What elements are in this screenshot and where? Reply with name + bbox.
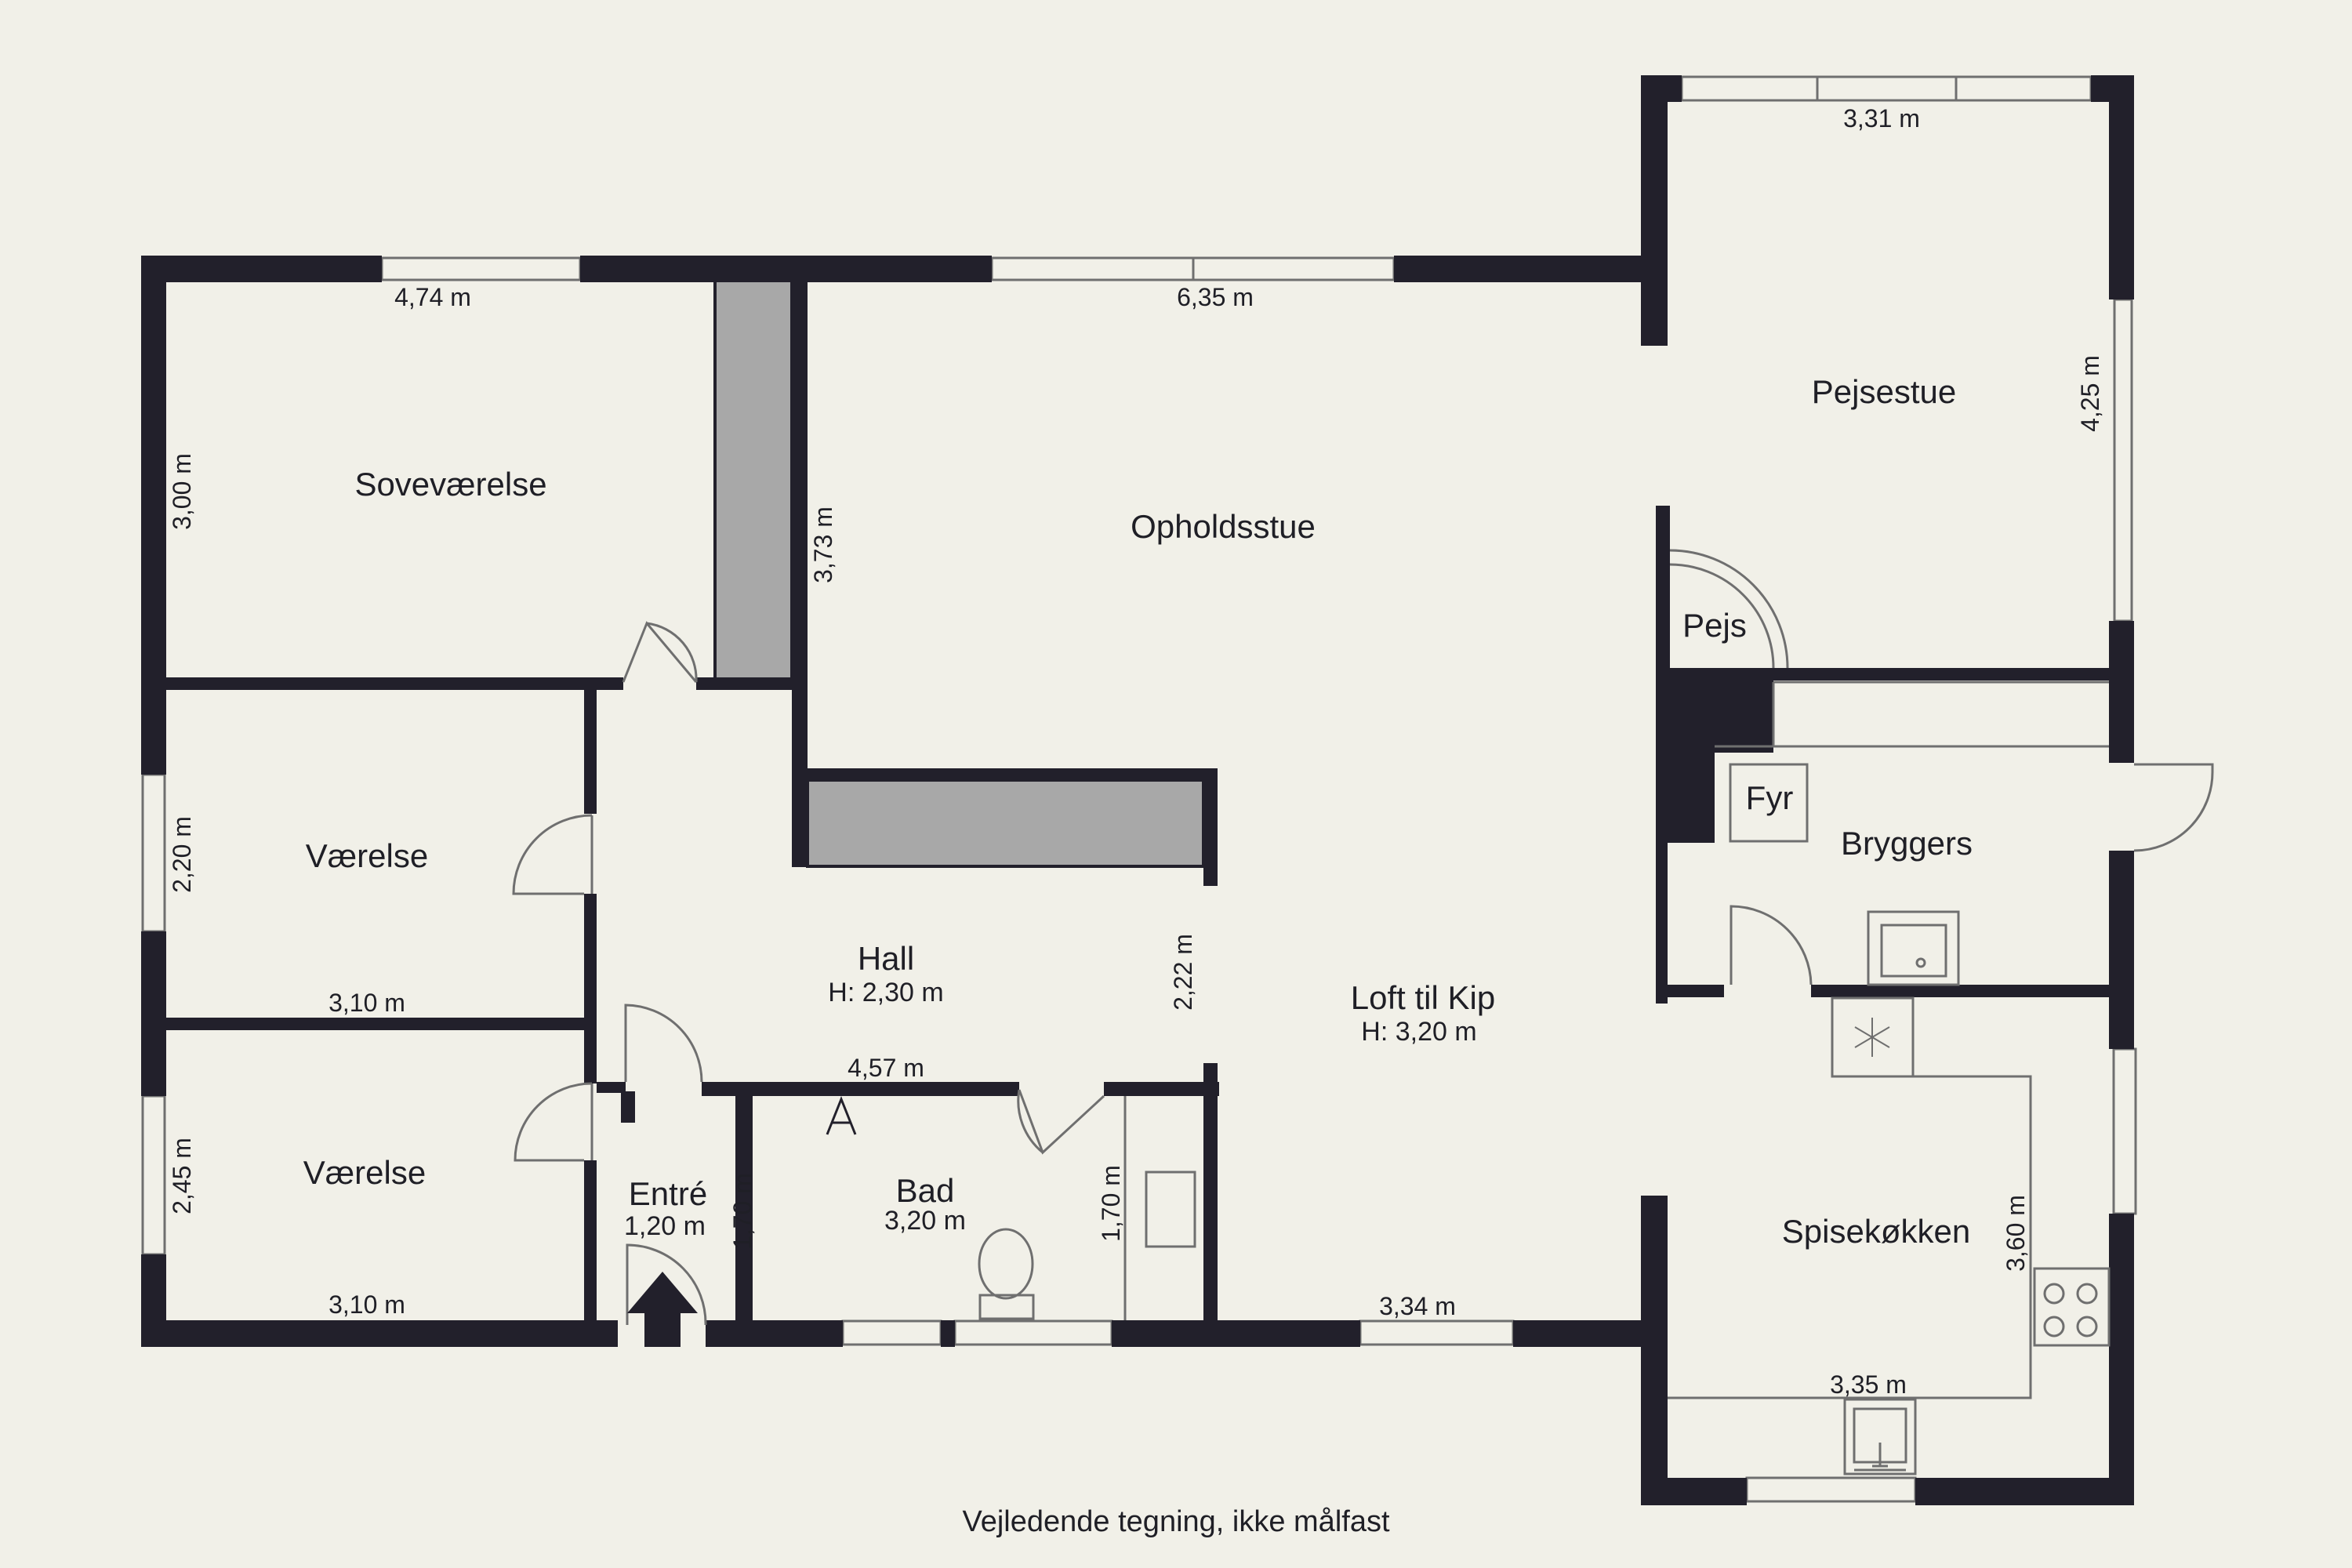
window [953,1319,1113,1346]
room-labels: Soveværelse Opholdsstue Pejsestue Pejs V… [303,373,1973,1250]
label-sovevaerelse: Soveværelse [354,466,546,503]
door-bad[interactable] [1017,1089,1105,1155]
door-vaerelse1[interactable] [512,814,593,895]
door-main-entry[interactable] [626,1243,707,1326]
toilet-bowl [978,1228,1034,1300]
dim-spisekokken-bottom: 3,35 m [1830,1370,1907,1399]
label-bad-size: 3,20 m [884,1206,966,1236]
window [841,1319,942,1346]
label-entre-size: 1,20 m [624,1211,706,1241]
window [1745,1476,1917,1503]
dim-entre-side: 1,70 m [728,1173,757,1250]
dim-sovevaerelse-top: 4,74 m [394,283,471,311]
dim-pejsestue-top: 3,31 m [1843,104,1920,132]
door-pejsestue[interactable] [1669,549,1789,669]
dim-bad-top: 4,57 m [848,1054,924,1082]
column-horizontal [806,779,1205,868]
dim-vaerelse1-bottom: 3,10 m [328,989,405,1017]
label-bryggers: Bryggers [1841,825,1973,862]
door-hall-entre[interactable] [624,1004,703,1083]
label-vaerelse2: Værelse [303,1154,426,1191]
label-pejs: Pejs [1682,607,1747,644]
window [380,256,582,281]
label-vaerelse1: Værelse [306,837,428,874]
freezer [1831,996,1915,1078]
kitchen-sink [1843,1398,1917,1475]
door-sovevaerelse[interactable] [622,621,698,683]
window [141,773,166,933]
label-loft: Loft til Kip [1351,979,1495,1016]
dim-hall-side: 2,22 m [1169,934,1197,1011]
label-entre: Entré [629,1175,707,1212]
label-opholdsstue: Opholdsstue [1131,508,1316,545]
doors[interactable] [512,549,2214,1326]
dim-opholdsstue-side: 3,73 m [809,506,837,583]
door-bryggers-outside[interactable] [2133,763,2214,852]
label-hall-height: H: 2,30 m [828,978,943,1007]
label-bad: Bad [896,1172,955,1209]
dimension-labels: 3,31 m 4,74 m 6,35 m 3,10 m 4,57 m 3,10 … [168,104,2104,1399]
windows [141,75,2137,1503]
dim-bad-side: 1,70 m [1097,1165,1125,1242]
footer-note: Vejledende tegning, ikke målfast [962,1505,1389,1538]
entry-arrow-icon [627,1272,698,1347]
window [2112,1047,2137,1215]
dim-pejsestue-side: 4,25 m [2076,355,2104,432]
dim-opholdsstue-top: 6,35 m [1177,283,1254,311]
dim-spisekokken-side: 3,60 m [2002,1195,2030,1272]
dim-sovevaerelse-side: 3,00 m [168,453,196,530]
window [1680,75,2092,102]
toilet-tank [978,1294,1035,1320]
label-fyr: Fyr [1746,779,1794,816]
structural-columns [713,279,1205,868]
dim-vaerelse1-side: 2,20 m [168,816,196,893]
label-pejsestue: Pejsestue [1812,373,1956,410]
window [2113,298,2133,622]
window [141,1094,166,1256]
bryggers-sink [1867,910,1960,986]
window [1359,1319,1515,1346]
stove [2033,1267,2111,1347]
label-loft-height: H: 3,20 m [1361,1017,1476,1047]
dim-loft-bottom: 3,34 m [1379,1292,1456,1320]
dim-vaerelse2-side: 2,45 m [168,1138,196,1214]
door-vaerelse2[interactable] [514,1082,593,1162]
boiler-box [1729,763,1809,843]
label-spisekokken: Spisekøkken [1782,1213,1970,1250]
dim-vaerelse2-bottom: 3,10 m [328,1290,405,1319]
fixtures [826,681,2111,1475]
label-hall: Hall [858,940,914,977]
column-vertical [713,279,793,681]
walls [141,75,2134,1505]
bad-sink [1145,1171,1196,1248]
door-bryggers-kitchen[interactable] [1730,905,1813,985]
